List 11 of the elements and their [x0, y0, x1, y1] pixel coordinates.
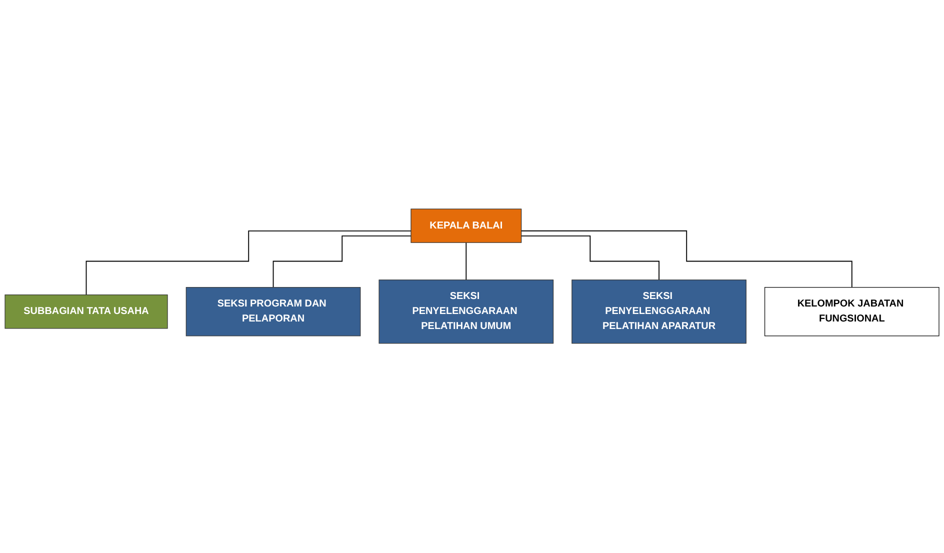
connector — [86, 230, 412, 296]
node-box: KEPALA BALAI — [410, 209, 522, 244]
node-box: KELOMPOK JABATAN FUNGSIONAL — [764, 287, 940, 337]
connector — [272, 236, 412, 288]
connector — [466, 242, 467, 281]
node-box: SEKSI PROGRAM DAN PELAPORAN — [186, 287, 361, 337]
node-box: SUBBAGIAN TATA USAHA — [4, 294, 168, 330]
node-box: SEKSI PENYELENGGARAAN PELATIHAN UMUM — [378, 280, 554, 344]
node-box: SEKSI PENYELENGGARAAN PELATIHAN APARATUR — [572, 280, 746, 344]
connector — [520, 236, 660, 281]
connector — [520, 230, 852, 288]
